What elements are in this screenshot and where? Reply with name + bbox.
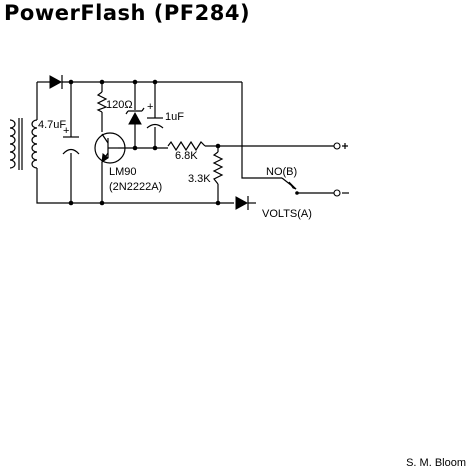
label-cap-4-7uf: 4.7uF <box>38 119 66 131</box>
diagram-title: PowerFlash (PF284) <box>4 1 251 25</box>
label-plus-terminal: o+ <box>334 149 336 151</box>
label-resistor-3-3k: 3.3K <box>188 173 211 185</box>
transistor-lm90 <box>94 132 126 164</box>
resistor-3-3k <box>212 151 224 185</box>
resistor-6-8k <box>167 140 206 152</box>
diode-middle <box>125 107 145 125</box>
label-cap-1uf-plus: + <box>147 101 153 113</box>
label-cap-1uf: 1uF <box>165 111 184 123</box>
label-transistor-name: LM90 <box>109 166 137 178</box>
junction-dots <box>68 79 221 206</box>
minus-terminal <box>333 189 341 197</box>
transformer-symbol <box>9 118 38 170</box>
label-resistor-6-8k: 6.8K <box>175 150 198 162</box>
label-cap-plus: + <box>63 125 69 137</box>
diode-top <box>49 75 63 89</box>
plus-terminal <box>333 142 341 150</box>
switch <box>281 177 299 195</box>
capacitor-4-7uf <box>62 136 80 155</box>
plus-sign-icon <box>342 143 348 149</box>
resistor-120-ohm <box>96 91 108 113</box>
label-switch-no: NO(B) <box>266 166 297 178</box>
label-transistor-part: (2N2222A) <box>109 181 162 193</box>
author-credit: S. M. Bloom <box>406 457 466 469</box>
capacitor-1uf <box>146 117 164 129</box>
label-minus-terminal: o– <box>334 196 336 198</box>
wires <box>36 81 334 204</box>
label-switch-volts: VOLTS(A) <box>262 208 312 220</box>
diode-bottom <box>235 196 249 210</box>
label-resistor-120: 120Ω <box>106 99 133 111</box>
